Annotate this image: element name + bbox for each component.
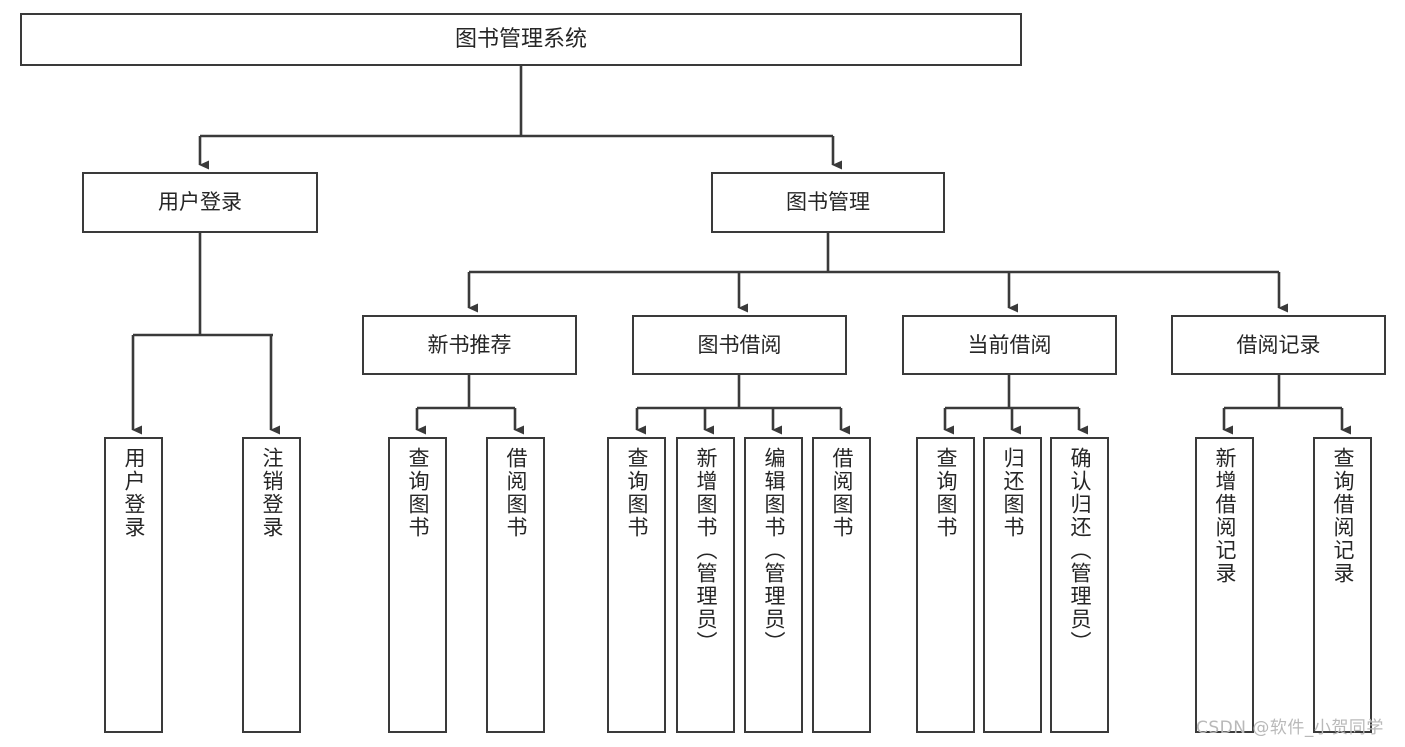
leaf-bb-edit-book-admin[interactable]: 编辑图书（管理员） bbox=[744, 437, 803, 733]
leaf-bb-add-book-admin[interactable]: 新增图书（管理员） bbox=[676, 437, 735, 733]
node-label: 查询图书 bbox=[625, 447, 649, 539]
node-label: 借阅图书 bbox=[504, 447, 528, 539]
leaf-logout[interactable]: 注销登录 bbox=[242, 437, 301, 733]
node-label: 借阅记录 bbox=[1236, 332, 1321, 357]
node-label: 新书推荐 bbox=[427, 332, 512, 357]
node-label: 借阅图书 bbox=[830, 447, 854, 539]
node-user-login[interactable]: 用户登录 bbox=[82, 172, 318, 233]
node-label: 图书管理系统 bbox=[454, 26, 587, 52]
node-label: 新增图书（管理员） bbox=[694, 447, 718, 654]
node-label: 查询图书 bbox=[406, 447, 430, 539]
leaf-nb-borrow-book[interactable]: 借阅图书 bbox=[486, 437, 545, 733]
node-label: 新增借阅记录 bbox=[1213, 447, 1237, 585]
node-label: 用户登录 bbox=[158, 190, 242, 215]
node-new-book-recommend[interactable]: 新书推荐 bbox=[362, 315, 577, 375]
node-book-management[interactable]: 图书管理 bbox=[711, 172, 945, 233]
node-label: 图书借阅 bbox=[697, 332, 782, 357]
node-label: 归还图书 bbox=[1001, 447, 1025, 539]
node-label: 查询图书 bbox=[934, 447, 958, 539]
node-borrow-records[interactable]: 借阅记录 bbox=[1171, 315, 1386, 375]
leaf-cb-return-book[interactable]: 归还图书 bbox=[983, 437, 1042, 733]
node-label: 确认归还（管理员） bbox=[1068, 447, 1092, 654]
leaf-br-add-record[interactable]: 新增借阅记录 bbox=[1195, 437, 1254, 733]
node-label: 用户登录 bbox=[122, 447, 146, 539]
node-current-borrow[interactable]: 当前借阅 bbox=[902, 315, 1117, 375]
node-label: 当前借阅 bbox=[967, 332, 1052, 357]
leaf-user-login[interactable]: 用户登录 bbox=[104, 437, 163, 733]
leaf-cb-confirm-return-admin[interactable]: 确认归还（管理员） bbox=[1050, 437, 1109, 733]
node-book-borrow[interactable]: 图书借阅 bbox=[632, 315, 847, 375]
leaf-bb-borrow-book[interactable]: 借阅图书 bbox=[812, 437, 871, 733]
node-label: 注销登录 bbox=[260, 447, 284, 539]
watermark-text: CSDN @软件_小贺同学 bbox=[1196, 718, 1384, 738]
node-label: 查询借阅记录 bbox=[1331, 447, 1355, 585]
node-root-book-management-system[interactable]: 图书管理系统 bbox=[20, 13, 1022, 66]
leaf-br-query-record[interactable]: 查询借阅记录 bbox=[1313, 437, 1372, 733]
node-label: 编辑图书（管理员） bbox=[762, 447, 786, 654]
leaf-cb-query-book[interactable]: 查询图书 bbox=[916, 437, 975, 733]
leaf-nb-query-book[interactable]: 查询图书 bbox=[388, 437, 447, 733]
leaf-bb-query-book[interactable]: 查询图书 bbox=[607, 437, 666, 733]
node-label: 图书管理 bbox=[786, 190, 870, 215]
